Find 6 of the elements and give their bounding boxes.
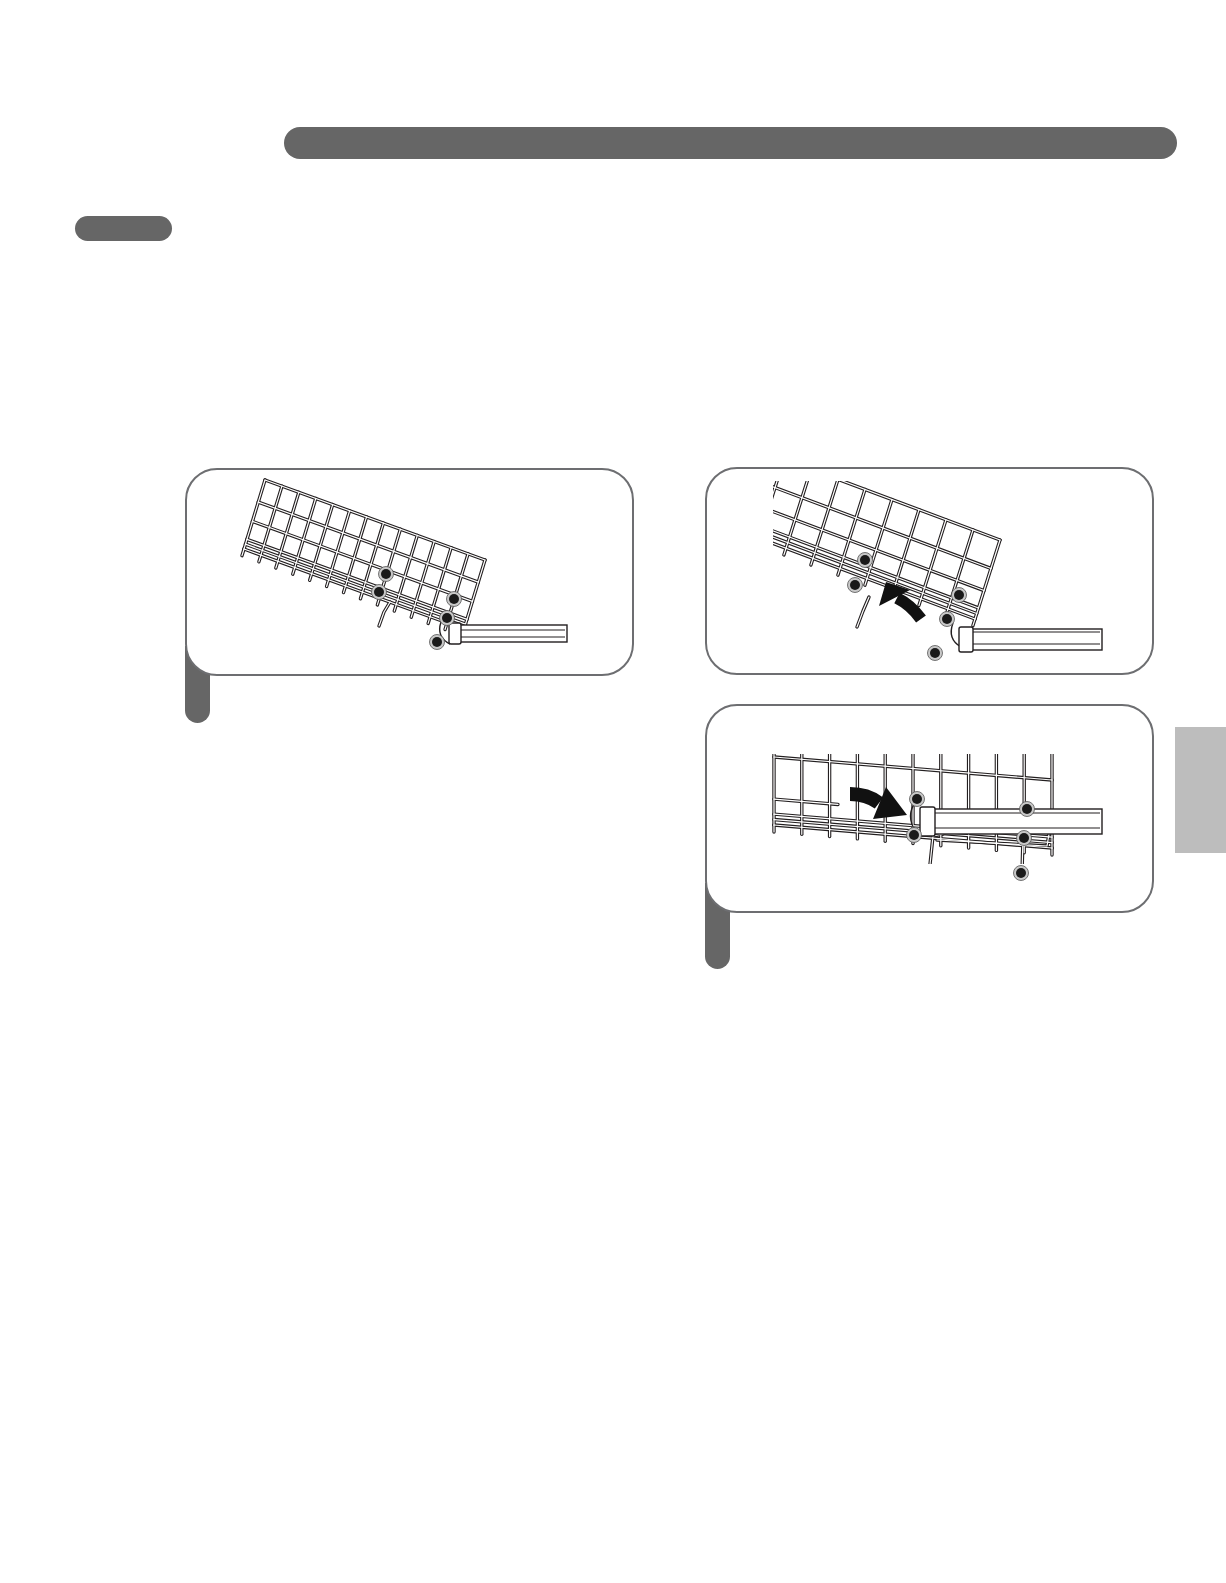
header-bar	[284, 127, 1177, 159]
heading-pill	[75, 216, 172, 241]
illustration-panel	[705, 704, 1154, 913]
side-tab	[1175, 727, 1226, 853]
illustration-panel	[705, 467, 1154, 675]
illustration-panel	[185, 468, 634, 676]
